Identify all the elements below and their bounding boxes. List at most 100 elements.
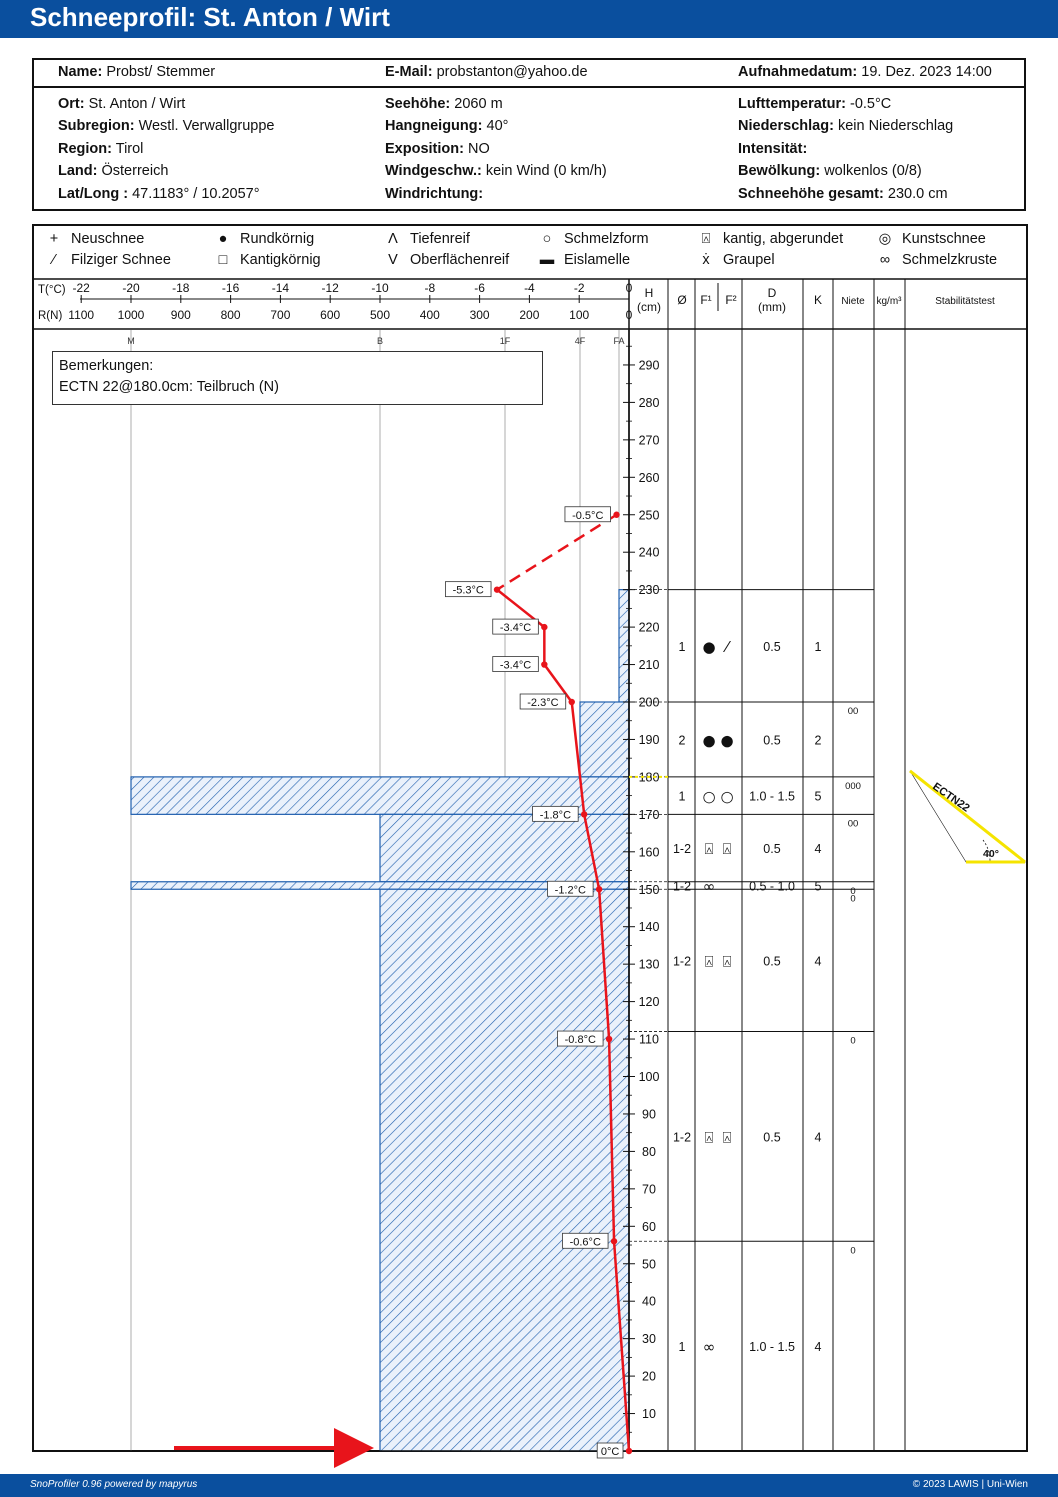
layer-f2: ○ (720, 788, 733, 806)
layer-d: 0.5 (763, 842, 780, 856)
temperature-data-label: -5.3°C (445, 581, 492, 598)
height-tick-label: 240 (639, 546, 660, 560)
ort-field: Ort: St. Anton / Wirt (58, 96, 186, 112)
stability-angle-arc (982, 839, 991, 863)
res-tick-label: 600 (320, 308, 340, 322)
legend-item-kantig-abgerundet: ⍓kantig, abgerundet (697, 231, 843, 247)
res-tick-label: 1100 (68, 308, 94, 322)
height-tick-label: 30 (642, 1332, 656, 1346)
temperature-data-label: -2.3°C (519, 693, 567, 710)
layer-d: 1.0 - 1.5 (749, 790, 795, 804)
layer-f1: ∞ (703, 1338, 716, 1356)
melt-crust-icon: ∞ (879, 252, 891, 268)
page-title: Schneeprofil: St. Anton / Wirt (30, 2, 390, 32)
plus-icon: + (49, 231, 59, 247)
layer-f1: ⍓ (704, 952, 713, 970)
filled-circle-icon: ● (218, 231, 228, 247)
layer-niete: 00 (848, 706, 859, 717)
height-tick-label: 220 (639, 621, 660, 635)
height-tick-label: 10 (642, 1407, 656, 1421)
name-field: Name: Probst/ Stemmer (58, 64, 216, 80)
hardness-tick-label: M (127, 336, 135, 346)
res-axis-label: R(N) (38, 310, 62, 322)
temperature-label-box (519, 693, 567, 710)
temperature-label-text: 0°C (601, 1446, 620, 1458)
height-tick-label: 60 (642, 1220, 656, 1234)
temperature-point (605, 1035, 613, 1043)
height-tick-label: 160 (639, 845, 660, 859)
height-tick-label: 190 (639, 733, 660, 747)
column-header: K (814, 293, 822, 307)
res-tick-label: 400 (420, 308, 440, 322)
height-tick-label: 40 (642, 1295, 656, 1309)
temperature-label-text: -5.3°C (453, 585, 484, 597)
height-tick-label: 140 (639, 920, 660, 934)
temperature-data-label: -3.4°C (492, 656, 539, 672)
footer: SnoProfiler 0.96 powered by mapyrus © 20… (0, 1474, 1058, 1497)
temperature-label-box (557, 1030, 604, 1047)
temperature-data-label: -3.4°C (492, 618, 539, 635)
layer-k: 4 (815, 1340, 822, 1354)
stability-angle-label: 40° (983, 848, 999, 860)
intensitaet-field: Intensität: (738, 141, 808, 157)
temperature-data-label: -1.8°C (532, 805, 579, 822)
height-tick-label: 290 (639, 358, 660, 372)
footer-left: SnoProfiler 0.96 powered by mapyrus (30, 1479, 198, 1490)
legend-label: Kunstschnee (902, 231, 986, 247)
air-temperature-line (496, 513, 618, 591)
height-tick-label: 210 (639, 658, 660, 672)
temperature-label-box (532, 805, 579, 822)
height-tick-label: 230 (639, 583, 660, 597)
temperature-label-box (562, 1232, 609, 1249)
res-tick-label: 100 (569, 308, 589, 322)
layer-f1: ● (702, 638, 715, 656)
temperature-label-text: -1.8°C (540, 809, 571, 821)
temperature-label-text: -3.4°C (500, 622, 531, 634)
height-tick-label: 70 (642, 1182, 656, 1196)
windgeschw-field: Windgeschw.: kein Wind (0 km/h) (385, 163, 607, 179)
subregion-field: Subregion: Westl. Verwallgruppe (58, 118, 275, 134)
layer-f2: ⍓ (722, 1128, 731, 1146)
legend-item-kunstschnee: ◎Kunstschnee (876, 231, 986, 247)
column-header: Niete (841, 296, 865, 307)
temperature-label-text: -2.3°C (527, 697, 558, 709)
temperature-label-box (492, 618, 539, 635)
latlong-field: Lat/Long : 47.1183° / 10.2057° (58, 186, 260, 202)
temperature-point (541, 661, 548, 668)
height-tick-label: 130 (639, 958, 660, 972)
layer-f1: ⍓ (704, 1128, 713, 1146)
rounded-facet-icon: ⍓ (701, 231, 711, 247)
column-header: H (645, 286, 654, 300)
temp-tick-label: -4 (524, 281, 535, 295)
layer-d: 1.0 - 1.5 (749, 1340, 795, 1354)
hardness-tick-label: 4F (575, 336, 586, 346)
height-tick-label: 80 (642, 1145, 656, 1159)
layer-d: 0.5 - 1.0 (749, 880, 795, 894)
res-tick-label: 500 (370, 308, 390, 322)
temperature-label-text: -0.8°C (565, 1034, 596, 1046)
temp-tick-label: -2 (574, 281, 585, 295)
layer-k: 4 (815, 842, 822, 856)
temp-axis-label: T(°C) (38, 284, 66, 296)
legend-item-eislamelle: ▬Eislamelle (538, 252, 630, 268)
legend-item-filziger-schnee: ⁄Filziger Schnee (45, 252, 171, 268)
stability-test-label: ECTN22 (930, 781, 971, 815)
open-circle-icon: ○ (542, 231, 552, 247)
layer-diameter: 1 (679, 640, 686, 654)
res-tick-label: 800 (221, 308, 241, 322)
res-tick-label: 300 (470, 308, 490, 322)
title-bar: Schneeprofil: St. Anton / Wirt (0, 0, 1058, 38)
layer-k: 4 (815, 1130, 822, 1144)
layer-k: 1 (815, 640, 822, 654)
info-divider (34, 86, 1024, 88)
legend-label: Schmelzform (564, 231, 649, 247)
layer-f1: ⍓ (704, 840, 713, 858)
layer-k: 4 (815, 954, 822, 968)
layer-f2: ● (720, 731, 733, 749)
layer-f1: ∞ (703, 878, 716, 896)
height-tick-label: 280 (639, 396, 660, 410)
column-header: D (768, 286, 777, 300)
temperature-point (625, 1447, 633, 1455)
